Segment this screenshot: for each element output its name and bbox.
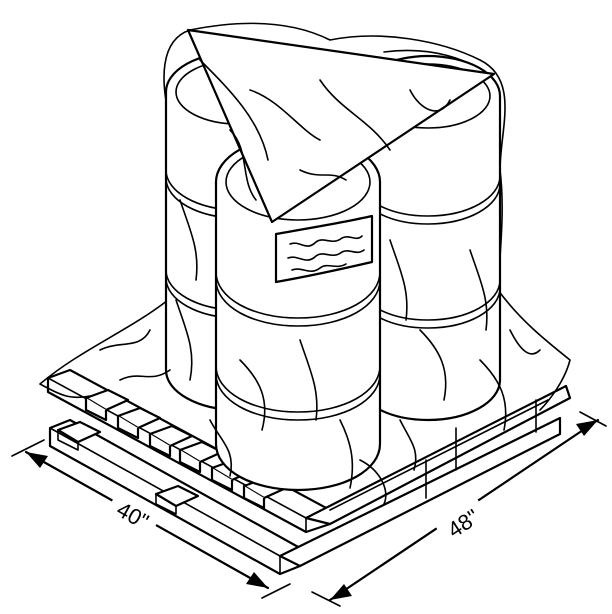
dimension-arrow-head	[330, 584, 352, 600]
pallet-bottom-runner-right	[278, 416, 562, 568]
stretch-wrap-wrinkles	[99, 199, 541, 505]
dimension-arrow-head	[576, 420, 598, 436]
dimension-arrow-head	[246, 572, 268, 588]
dimension-arrow-head	[26, 452, 48, 468]
pallet	[46, 368, 572, 576]
drum-label-plate	[274, 214, 374, 284]
top-cover-sheet	[186, 28, 496, 224]
pallet-block	[154, 484, 200, 508]
dimension-width: 40"	[11, 439, 291, 599]
pallet-block	[56, 420, 102, 444]
